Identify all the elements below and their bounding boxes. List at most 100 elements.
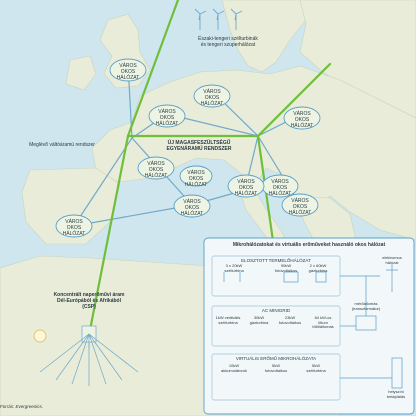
label-line: gázturbina <box>249 319 269 325</box>
virtual-box <box>211 353 341 401</box>
label-line: OKOS <box>148 167 164 173</box>
label-line: fotovoltaikus <box>264 367 288 373</box>
label-line: 1kW vertikális <box>215 315 241 320</box>
hvdc-label-line2: EGYENÁRAMÚ RENDSZER <box>166 146 232 152</box>
label-line: VÁROS <box>183 199 201 205</box>
source-credit: Forrás: Evergreenics. <box>0 404 44 409</box>
hvdc-line <box>256 134 277 257</box>
label-line: HÁLÓZAT <box>155 121 179 127</box>
label-line: OKOS <box>272 185 288 191</box>
hub-ellipse <box>283 106 321 130</box>
label-line: 30kW <box>253 315 265 320</box>
label-line: VÁROS <box>158 109 176 115</box>
hvdc-line <box>126 0 180 138</box>
hub-ellipse <box>148 104 186 128</box>
label-line: helyszíni <box>388 389 404 394</box>
label-line: fotovoltaikus <box>278 319 302 325</box>
label-line: VÁROS <box>271 179 289 185</box>
sun-icon <box>33 329 47 343</box>
hvdc-line <box>256 62 332 138</box>
label-line: szélturbina <box>218 319 238 325</box>
hvdc-network <box>88 0 332 332</box>
label-line: HÁLÓZAT <box>268 191 292 197</box>
virtual-title: VIRTUÁLIS ERŐMŰ MIKROHÁLÓZATA <box>235 356 317 361</box>
label-line: szélturbina <box>306 367 326 373</box>
iberia <box>21 167 121 245</box>
gas-turbine-icon <box>315 271 327 283</box>
inset-icons <box>223 264 403 389</box>
label-line: OKOS <box>188 176 204 182</box>
label-line: HÁLÓZAT <box>288 210 312 216</box>
wind-turbine-icon <box>230 8 243 30</box>
label-line: OKOS <box>204 95 220 101</box>
inset-title: Mikrohálózatokat és virtuális erőműveket… <box>232 242 386 248</box>
label-line: OKOS <box>238 185 254 191</box>
label-line: 2 x 60kW <box>309 263 327 268</box>
label-line: OKOS <box>159 115 175 121</box>
csp-label-line3: (CSP) <box>82 304 96 310</box>
label-line: HÁLÓZAT <box>234 191 258 197</box>
label-line: HÁLÓZAT <box>200 101 224 107</box>
label-line: hálózat <box>385 259 399 265</box>
label-line: VÁROS <box>291 198 309 204</box>
ireland <box>65 55 97 91</box>
hub-ellipse <box>109 58 147 82</box>
hub-ellipse <box>137 156 175 180</box>
label-line: HÁLÓZAT <box>116 75 140 81</box>
label-line: VÁROS <box>147 161 165 167</box>
label-line: 23kW <box>284 315 296 320</box>
label-line: 10kW <box>228 363 240 368</box>
label-line: 5kW <box>272 363 280 368</box>
offshore-wind-farm <box>194 8 243 30</box>
hub-ellipse <box>55 214 93 238</box>
label-line: szélturbina <box>224 267 244 273</box>
offshore-label-line2: és tengeri szuperhálózat <box>200 42 256 48</box>
label-line: 3 x 20kW <box>225 263 243 268</box>
label-line: elektromos <box>382 255 402 260</box>
label-line: OKOS <box>294 117 310 123</box>
building-icon <box>391 357 403 389</box>
label-line: fotovoltaikus <box>274 267 298 273</box>
hvdc-label-line1: ÚJ MAGASFESZÜLTSÉGŰ <box>167 140 231 146</box>
distributed-title: ELOSZTOTT TERMELŐHÁLÓZAT <box>241 258 311 263</box>
offshore-wind-label: Északi-tengeri szélturbinák és tengeri s… <box>180 36 276 48</box>
label-line: VÁROS <box>237 179 255 185</box>
hub-ellipse <box>193 84 231 108</box>
label-line: VÁROS <box>65 219 83 225</box>
hub-ellipse <box>173 194 211 218</box>
solar-panel-icon <box>283 271 299 283</box>
label-line: OKOS <box>292 204 308 210</box>
label-line: 5kW <box>312 363 320 368</box>
label-line: HÁLÓZAT <box>180 211 204 217</box>
ac-line <box>73 204 193 227</box>
label-line: lítium <box>318 319 328 325</box>
label-line: akkumulátorok <box>220 367 247 373</box>
hub-ellipse <box>179 165 213 187</box>
label-line: HÁLÓZAT <box>144 173 168 179</box>
csp-array <box>33 325 139 386</box>
hub-ellipse <box>281 193 319 217</box>
label-line: 64 kW-os <box>314 315 332 320</box>
label-line: mérőállomás <box>354 301 378 306</box>
ac-minigrid-title: AC MINIGRID <box>261 308 291 313</box>
hub-ellipse <box>227 174 265 198</box>
label-line: OKOS <box>120 69 136 75</box>
